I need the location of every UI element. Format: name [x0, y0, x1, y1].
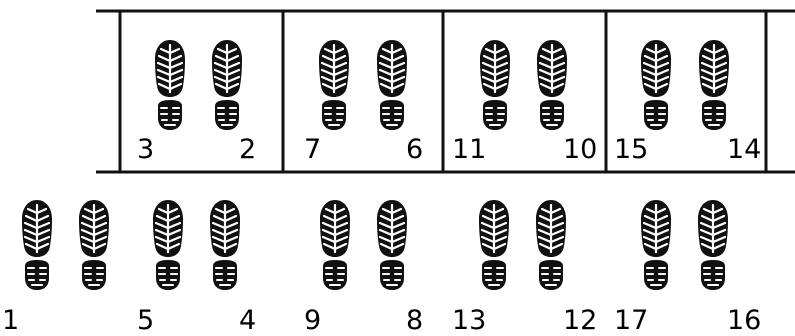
- boot-footprint-icon: [377, 200, 407, 290]
- boot-footprint-icon: [210, 200, 240, 290]
- step-number-label: 8: [406, 307, 423, 334]
- step-number-label: 17: [614, 307, 648, 334]
- boot-footprint-icon: [320, 200, 350, 290]
- boot-footprint-icon: [79, 200, 109, 290]
- step-number-label: 5: [137, 307, 154, 334]
- boot-footprint-icon: [641, 40, 671, 130]
- bottom-row-footprints: [22, 200, 728, 290]
- step-number-label: 13: [452, 307, 486, 334]
- step-number-label: 16: [727, 307, 761, 334]
- boot-footprint-icon: [153, 200, 183, 290]
- boot-footprint-icon: [479, 200, 509, 290]
- boot-footprint-icon: [699, 40, 729, 130]
- step-number-label: 7: [304, 136, 321, 163]
- step-number-label: 4: [239, 307, 256, 334]
- boot-footprint-icon: [212, 40, 242, 130]
- boot-footprint-icon: [537, 40, 567, 130]
- step-number-label: 6: [406, 136, 423, 163]
- boot-footprint-icon: [480, 40, 510, 130]
- step-number-label: 1: [2, 307, 19, 334]
- step-number-label: 2: [239, 136, 256, 163]
- boot-footprint-icon: [377, 40, 407, 130]
- step-number-label: 11: [452, 136, 486, 163]
- boot-footprint-icon: [536, 200, 566, 290]
- boot-footprint-icon: [155, 40, 185, 130]
- step-number-label: 15: [614, 136, 648, 163]
- boot-footprint-icon: [698, 200, 728, 290]
- step-number-label: 12: [563, 307, 597, 334]
- boot-footprint-icon: [319, 40, 349, 130]
- step-number-label: 9: [304, 307, 321, 334]
- boot-footprint-icon: [22, 200, 52, 290]
- boot-footprint-icon: [641, 200, 671, 290]
- step-number-label: 10: [563, 136, 597, 163]
- step-number-label: 3: [137, 136, 154, 163]
- step-number-label: 14: [727, 136, 761, 163]
